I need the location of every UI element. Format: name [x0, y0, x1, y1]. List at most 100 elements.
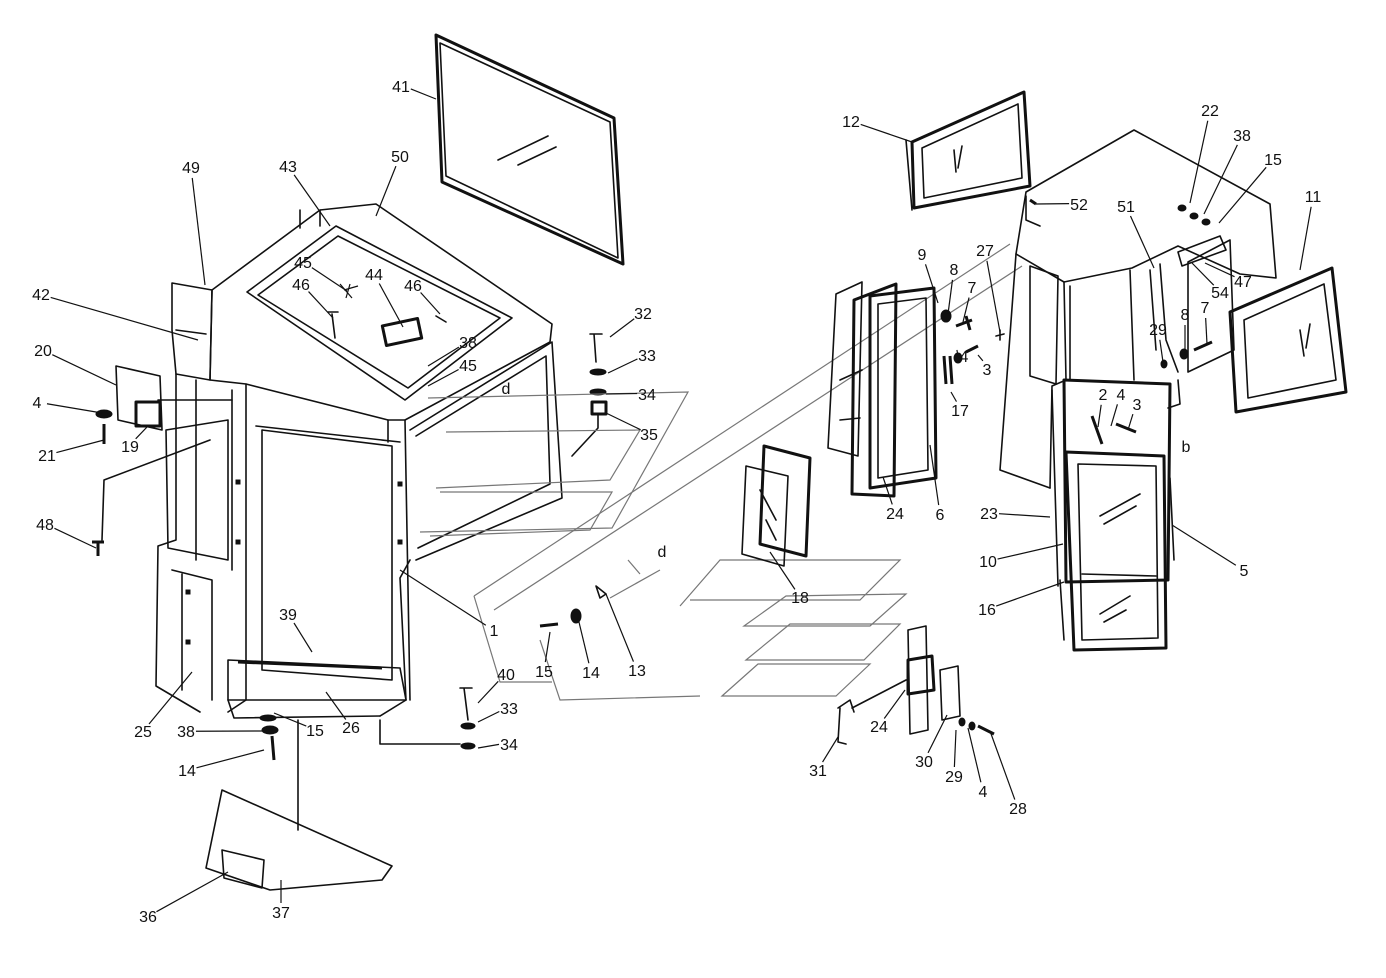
- callout-c44: 44: [365, 267, 383, 284]
- rear-door: [1051, 378, 1175, 652]
- leader-line-c38b: [427, 346, 460, 367]
- leader-line-c4c: [1110, 404, 1118, 427]
- leader-line-c54: [1191, 262, 1215, 286]
- callout-c38c: 38: [177, 724, 195, 741]
- callout-c43: 43: [279, 159, 297, 176]
- callout-c54: 54: [1211, 285, 1229, 302]
- leader-line-c36: [156, 871, 229, 913]
- leader-line-c44: [378, 283, 404, 328]
- leader-line-c20: [52, 354, 117, 386]
- callout-c48: 48: [36, 517, 54, 534]
- leader-line-c14a: [577, 617, 590, 664]
- leader-line-c7b: [1205, 317, 1208, 345]
- callout-c5: 5: [1240, 563, 1249, 580]
- leader-line-c8a: [947, 279, 954, 315]
- leader-line-c28: [989, 730, 1016, 800]
- leader-line-c45a: [311, 267, 348, 292]
- callout-c6: 6: [936, 507, 945, 524]
- leader-line-c17: [950, 391, 958, 402]
- leader-line-c11: [1299, 206, 1312, 271]
- callout-c41a: 41: [392, 79, 410, 96]
- reference-lt-d1: d: [502, 381, 511, 398]
- callout-c49: 49: [182, 160, 200, 177]
- callout-c24b: 24: [870, 719, 888, 736]
- side-window-12: [905, 90, 1032, 211]
- callout-c38b: 38: [459, 335, 477, 352]
- reference-letters: ddb: [502, 381, 1191, 561]
- callout-c34a: 34: [638, 387, 656, 404]
- side-window-11: [1228, 266, 1348, 414]
- reference-lt-d2: d: [658, 544, 667, 561]
- leader-line-c31: [822, 736, 839, 763]
- leader-line-c40: [477, 680, 499, 704]
- leader-line-c46b: [420, 292, 441, 315]
- callout-c26: 26: [342, 720, 360, 737]
- callout-c23: 23: [980, 506, 998, 523]
- leader-line-c45b: [427, 368, 459, 387]
- rear-cab-section: [999, 129, 1277, 489]
- callout-c37: 37: [272, 905, 290, 922]
- callout-c20: 20: [34, 343, 52, 360]
- leader-line-c24a: [882, 476, 893, 505]
- leader-line-c42: [50, 296, 199, 341]
- leader-line-c50: [375, 165, 397, 217]
- callout-c40: 40: [497, 667, 515, 684]
- leader-line-c13: [605, 593, 635, 662]
- callout-c38a: 38: [1233, 128, 1251, 145]
- leader-line-c49: [191, 177, 206, 286]
- callout-c33a: 33: [638, 348, 656, 365]
- leader-line-c32: [609, 318, 635, 338]
- callout-c3a: 3: [983, 362, 992, 379]
- leader-line-c41a: [410, 88, 437, 100]
- leader-line-c27: [986, 260, 1001, 333]
- callout-c24a: 24: [886, 506, 904, 523]
- callout-c47: 47: [1234, 274, 1252, 291]
- callout-c15c: 15: [306, 723, 324, 740]
- leader-line-c4a: [956, 349, 959, 357]
- leader-line-c5: [1171, 524, 1237, 566]
- callout-c18: 18: [791, 590, 809, 607]
- leader-line-c25: [148, 671, 193, 725]
- leader-line-c3b: [1127, 413, 1134, 431]
- callout-c9: 9: [918, 247, 927, 264]
- cab-frame-1: [155, 203, 563, 745]
- leader-line-c29b: [953, 729, 957, 768]
- callout-c51: 51: [1117, 199, 1135, 216]
- roof-glass-41: [434, 33, 625, 266]
- callout-c31: 31: [809, 763, 827, 780]
- callout-c39: 39: [279, 607, 297, 624]
- callout-c45a: 45: [294, 255, 312, 272]
- callout-c8b: 8: [1181, 307, 1190, 324]
- callout-c22: 22: [1201, 103, 1219, 120]
- callout-c14a: 14: [582, 665, 600, 682]
- callout-c13: 13: [628, 663, 646, 680]
- leader-line-c16: [995, 581, 1065, 607]
- callout-c4a: 4: [960, 349, 969, 366]
- callout-c14b: 14: [178, 763, 196, 780]
- leader-lines: [46, 88, 1312, 913]
- rear-hardware: [1029, 198, 1227, 369]
- callout-c3b: 3: [1133, 397, 1142, 414]
- callout-c28: 28: [1009, 801, 1027, 818]
- callout-c2: 2: [1099, 387, 1108, 404]
- leader-line-c46a: [308, 291, 334, 319]
- leader-line-c15b: [544, 631, 551, 663]
- callout-c11: 11: [1305, 189, 1322, 206]
- callout-c7a: 7: [968, 280, 977, 297]
- callout-c1: 1: [490, 623, 499, 640]
- callout-c32: 32: [634, 306, 652, 323]
- callout-c29a: 29: [1149, 322, 1167, 339]
- callout-c45b: 45: [459, 358, 477, 375]
- door-hardware: [940, 309, 1005, 364]
- callout-c7b: 7: [1201, 300, 1210, 317]
- callout-c15b: 15: [535, 664, 553, 681]
- leader-line-c47: [1204, 262, 1235, 278]
- callout-c42: 42: [32, 287, 50, 304]
- door-hinge-assembly: [837, 625, 995, 745]
- fasteners-32-35: [571, 333, 608, 457]
- leader-line-c15a: [1218, 166, 1267, 224]
- callout-c30: 30: [915, 754, 933, 771]
- callout-c25: 25: [134, 724, 152, 741]
- leader-line-c9: [924, 264, 939, 304]
